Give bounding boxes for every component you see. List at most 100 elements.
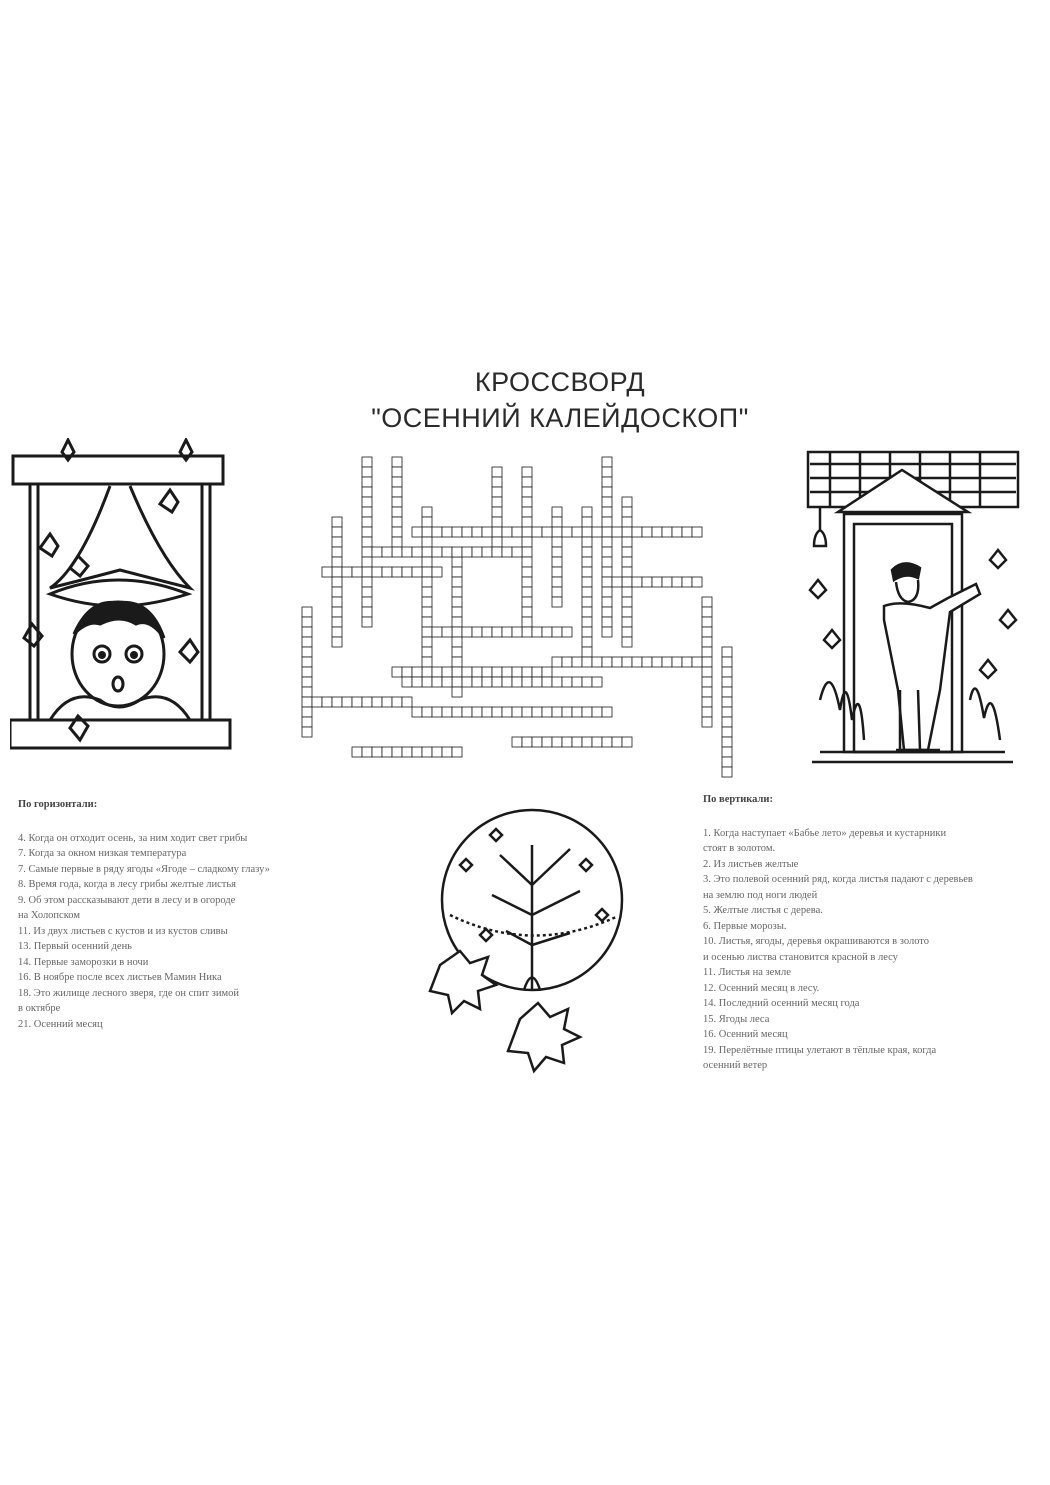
crossword-cell[interactable] xyxy=(491,516,503,528)
crossword-cell[interactable] xyxy=(461,676,473,688)
crossword-cell[interactable] xyxy=(391,696,403,708)
crossword-cell[interactable] xyxy=(331,526,343,538)
crossword-cell[interactable] xyxy=(611,576,623,588)
crossword-cell[interactable] xyxy=(381,546,393,558)
crossword-cell[interactable] xyxy=(601,476,613,488)
crossword-cell[interactable] xyxy=(541,676,553,688)
crossword-cell[interactable] xyxy=(531,666,543,678)
crossword-cell[interactable] xyxy=(421,516,433,528)
crossword-cell[interactable] xyxy=(701,676,713,688)
crossword-cell[interactable] xyxy=(581,706,593,718)
crossword-cell[interactable] xyxy=(651,576,663,588)
crossword-cell[interactable] xyxy=(441,526,453,538)
crossword-cell[interactable] xyxy=(441,546,453,558)
crossword-cell[interactable] xyxy=(361,566,373,578)
crossword-cell[interactable] xyxy=(441,676,453,688)
crossword-cell[interactable] xyxy=(601,656,613,668)
crossword-cell[interactable] xyxy=(301,676,313,688)
crossword-cell[interactable] xyxy=(691,526,703,538)
crossword-cell[interactable] xyxy=(681,576,693,588)
crossword-cell[interactable] xyxy=(341,566,353,578)
crossword-cell[interactable] xyxy=(601,576,613,588)
crossword-cell[interactable] xyxy=(511,526,523,538)
crossword-cell[interactable] xyxy=(301,696,313,708)
crossword-cell[interactable] xyxy=(621,606,633,618)
crossword-cell[interactable] xyxy=(721,646,733,658)
crossword-cell[interactable] xyxy=(491,666,503,678)
crossword-cell[interactable] xyxy=(601,506,613,518)
crossword-cell[interactable] xyxy=(621,526,633,538)
crossword-cell[interactable] xyxy=(361,506,373,518)
crossword-cell[interactable] xyxy=(421,576,433,588)
crossword-cell[interactable] xyxy=(581,676,593,688)
crossword-cell[interactable] xyxy=(511,676,523,688)
crossword-cell[interactable] xyxy=(451,616,463,628)
crossword-cell[interactable] xyxy=(381,746,393,758)
crossword-cell[interactable] xyxy=(551,546,563,558)
crossword-cell[interactable] xyxy=(331,616,343,628)
crossword-cell[interactable] xyxy=(621,556,633,568)
crossword-cell[interactable] xyxy=(301,626,313,638)
crossword-cell[interactable] xyxy=(621,546,633,558)
crossword-cell[interactable] xyxy=(621,496,633,508)
crossword-cell[interactable] xyxy=(581,646,593,658)
crossword-cell[interactable] xyxy=(501,526,513,538)
crossword-cell[interactable] xyxy=(461,706,473,718)
crossword-cell[interactable] xyxy=(351,696,363,708)
crossword-cell[interactable] xyxy=(471,706,483,718)
crossword-cell[interactable] xyxy=(341,696,353,708)
crossword-cell[interactable] xyxy=(491,526,503,538)
crossword-cell[interactable] xyxy=(401,566,413,578)
crossword-cell[interactable] xyxy=(691,656,703,668)
crossword-cell[interactable] xyxy=(351,746,363,758)
crossword-cell[interactable] xyxy=(481,666,493,678)
crossword-cell[interactable] xyxy=(601,546,613,558)
crossword-cell[interactable] xyxy=(421,536,433,548)
crossword-cell[interactable] xyxy=(351,566,363,578)
crossword-cell[interactable] xyxy=(451,526,463,538)
crossword-cell[interactable] xyxy=(471,666,483,678)
crossword-cell[interactable] xyxy=(371,566,383,578)
crossword-cell[interactable] xyxy=(391,566,403,578)
crossword-cell[interactable] xyxy=(521,546,533,558)
crossword-cell[interactable] xyxy=(451,556,463,568)
crossword-cell[interactable] xyxy=(571,656,583,668)
crossword-cell[interactable] xyxy=(601,516,613,528)
crossword-cell[interactable] xyxy=(601,706,613,718)
crossword-cell[interactable] xyxy=(391,516,403,528)
crossword-cell[interactable] xyxy=(421,606,433,618)
crossword-cell[interactable] xyxy=(641,656,653,668)
crossword-cell[interactable] xyxy=(581,556,593,568)
crossword-cell[interactable] xyxy=(301,726,313,738)
crossword-cell[interactable] xyxy=(631,576,643,588)
crossword-cell[interactable] xyxy=(681,656,693,668)
crossword-cell[interactable] xyxy=(691,576,703,588)
crossword-cell[interactable] xyxy=(521,676,533,688)
crossword-cell[interactable] xyxy=(331,586,343,598)
crossword-cell[interactable] xyxy=(561,626,573,638)
crossword-cell[interactable] xyxy=(701,636,713,648)
crossword-cell[interactable] xyxy=(491,706,503,718)
crossword-cell[interactable] xyxy=(301,666,313,678)
crossword-cell[interactable] xyxy=(591,526,603,538)
crossword-cell[interactable] xyxy=(521,576,533,588)
crossword-cell[interactable] xyxy=(421,596,433,608)
crossword-cell[interactable] xyxy=(501,706,513,718)
crossword-cell[interactable] xyxy=(331,546,343,558)
crossword-cell[interactable] xyxy=(581,636,593,648)
crossword-cell[interactable] xyxy=(361,516,373,528)
crossword-cell[interactable] xyxy=(421,626,433,638)
crossword-cell[interactable] xyxy=(621,506,633,518)
crossword-cell[interactable] xyxy=(361,456,373,468)
crossword-cell[interactable] xyxy=(581,516,593,528)
crossword-cell[interactable] xyxy=(431,626,443,638)
crossword-cell[interactable] xyxy=(491,476,503,488)
crossword-cell[interactable] xyxy=(361,476,373,488)
crossword-cell[interactable] xyxy=(491,626,503,638)
crossword-cell[interactable] xyxy=(521,516,533,528)
crossword-cell[interactable] xyxy=(521,586,533,598)
crossword-cell[interactable] xyxy=(361,536,373,548)
crossword-cell[interactable] xyxy=(391,526,403,538)
crossword-cell[interactable] xyxy=(601,496,613,508)
crossword-cell[interactable] xyxy=(331,606,343,618)
